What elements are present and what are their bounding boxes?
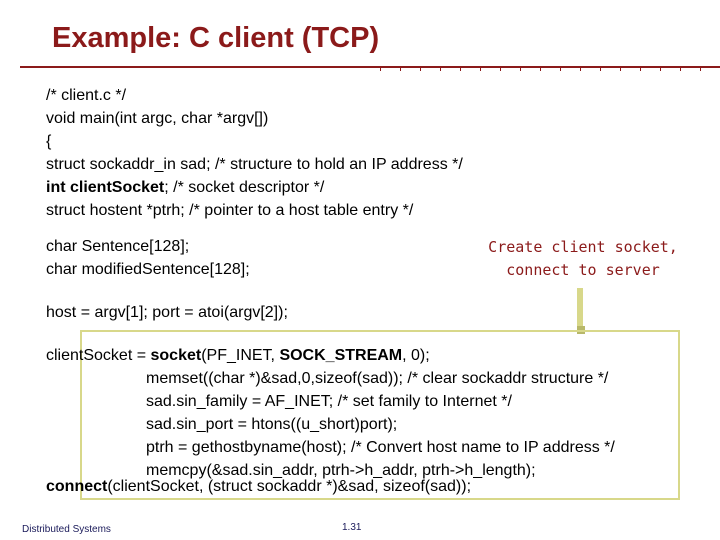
divider-tick bbox=[620, 67, 621, 71]
code-text: (clientSocket, (struct sockaddr *)&sad, … bbox=[107, 478, 472, 495]
code-line: memset((char *)&sad,0,sizeof(sad)); /* c… bbox=[146, 370, 609, 387]
code-line: char Sentence[128]; bbox=[46, 238, 190, 255]
divider-tick bbox=[440, 67, 441, 71]
divider-tick bbox=[680, 67, 681, 71]
divider-tick bbox=[560, 67, 561, 71]
code-line: clientSocket = socket(PF_INET, SOCK_STRE… bbox=[46, 346, 430, 366]
slide-title: Example: C client (TCP) bbox=[52, 22, 380, 54]
divider-tick bbox=[460, 67, 461, 71]
code-line: struct hostent *ptrh; /* pointer to a ho… bbox=[46, 202, 414, 219]
code-line: sad.sin_family = AF_INET; /* set family … bbox=[146, 393, 512, 410]
divider-tick bbox=[660, 67, 661, 71]
code-line: sad.sin_port = htons((u_short)port); bbox=[146, 416, 398, 433]
code-line: int clientSocket; /* socket descriptor *… bbox=[46, 178, 324, 198]
code-keyword: SOCK_STREAM bbox=[279, 347, 403, 364]
code-text: ; /* socket descriptor */ bbox=[164, 179, 325, 196]
title-divider bbox=[20, 66, 720, 68]
highlight-box bbox=[80, 330, 680, 500]
code-line: char modifiedSentence[128]; bbox=[46, 261, 250, 278]
divider-tick bbox=[400, 67, 401, 71]
code-keyword: socket bbox=[150, 347, 202, 364]
code-keyword: int clientSocket bbox=[46, 179, 165, 196]
divider-tick bbox=[640, 67, 641, 71]
code-keyword: connect bbox=[46, 478, 108, 495]
code-line: host = argv[1]; port = atoi(argv[2]); bbox=[46, 304, 288, 321]
code-line: ptrh = gethostbyname(host); /* Convert h… bbox=[146, 439, 615, 456]
divider-tick bbox=[540, 67, 541, 71]
divider-tick bbox=[500, 67, 501, 71]
page-number: 1.31 bbox=[342, 522, 362, 533]
code-line: connect(clientSocket, (struct sockaddr *… bbox=[46, 477, 471, 497]
divider-tick bbox=[700, 67, 701, 71]
callout-line: Create client socket, bbox=[488, 238, 678, 256]
code-text: clientSocket = bbox=[46, 347, 151, 364]
code-line: /* client.c */ bbox=[46, 87, 127, 104]
divider-tick bbox=[420, 67, 421, 71]
callout-connector bbox=[577, 288, 583, 332]
divider-tick bbox=[480, 67, 481, 71]
divider-tick bbox=[600, 67, 601, 71]
divider-tick bbox=[380, 67, 381, 71]
code-text: , 0); bbox=[402, 347, 430, 364]
code-line: memcpy(&sad.sin_addr, ptrh->h_addr, ptrh… bbox=[146, 462, 536, 479]
code-line: { bbox=[46, 133, 52, 150]
callout-annotation: Create client socket, connect to server bbox=[478, 236, 688, 282]
footer-course: Distributed Systems bbox=[22, 524, 111, 535]
divider-tick bbox=[580, 67, 581, 71]
code-line: void main(int argc, char *argv[]) bbox=[46, 110, 269, 127]
code-text: (PF_INET, bbox=[201, 347, 280, 364]
code-line: struct sockaddr_in sad; /* structure to … bbox=[46, 156, 463, 173]
divider-tick bbox=[520, 67, 521, 71]
callout-line: connect to server bbox=[506, 261, 660, 279]
